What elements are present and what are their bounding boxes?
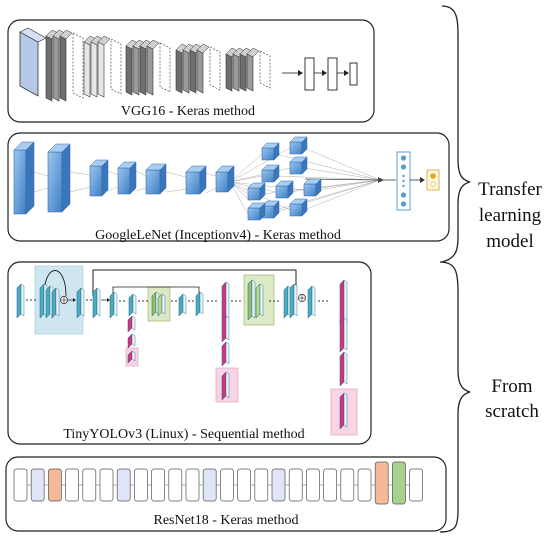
- yolo-add-2: [298, 294, 306, 302]
- googlenet-inception-4: [289, 156, 308, 175]
- resnet-block-7: [116, 468, 131, 502]
- from-scratch-brace: [439, 261, 471, 533]
- googlenet-inception-6: [275, 180, 294, 199]
- googlenet-layer-4: [117, 161, 137, 195]
- resnet-block-24: [409, 468, 423, 502]
- yolo-conv-9: [195, 291, 204, 317]
- yolo-head-3-a: [339, 279, 348, 325]
- transfer-label-line1: Transfer: [478, 179, 542, 200]
- googlenet-inception-3: [261, 164, 280, 183]
- googlenet-inception-1: [261, 142, 280, 161]
- resnet-block-22: [374, 461, 389, 505]
- resnet-block-12: [202, 468, 217, 502]
- resnet-block-16: [271, 468, 286, 502]
- yolo-head-1-c: [127, 350, 136, 364]
- vgg16-block-5: [225, 47, 271, 92]
- resnet-block-5: [82, 468, 97, 502]
- googlenet-inception-2: [289, 136, 308, 155]
- yolo-conv-11: [289, 283, 298, 319]
- resnet-block-2: [30, 468, 45, 502]
- yolo-attn-c: [247, 279, 256, 321]
- vgg16-block-3: [125, 39, 171, 96]
- tinyyolo-caption: TinyYOLOv3 (Linux) - Sequential method: [63, 427, 304, 442]
- yolo-head-2-b: [221, 341, 230, 367]
- resnet-block-10: [168, 468, 183, 502]
- yolo-head-3-b: [339, 317, 348, 353]
- yolo-attn-d: [255, 283, 264, 319]
- scratch-label-line2: scratch: [485, 401, 539, 422]
- yolo-skip-connection: [92, 269, 297, 296]
- resnet-blocks: [13, 461, 423, 505]
- vgg16-caption: VGG16 - Keras method: [121, 104, 255, 119]
- yolo-head-2-a: [221, 315, 230, 343]
- vgg16-block-4: [175, 43, 221, 94]
- googlenet-layer-3: [89, 159, 109, 197]
- resnet-block-14: [237, 468, 251, 502]
- vgg16-dense-2: [327, 57, 338, 91]
- resnet-block-1: [13, 468, 28, 502]
- vgg16-dense-layers: [282, 57, 358, 91]
- vgg16-dense-3: [349, 62, 358, 86]
- yolo-conv-7: [128, 293, 137, 317]
- googlenet-inception-9: [289, 198, 308, 217]
- yolo-input-layer: [16, 283, 25, 319]
- vgg16-block-2: [83, 35, 122, 98]
- googlenet-inception-5: [247, 182, 266, 201]
- vgg16-conv-blocks: [45, 29, 271, 102]
- resnet-block-8: [134, 468, 148, 502]
- resnet-block-18: [306, 468, 320, 502]
- googlenet-layer-5: [145, 163, 167, 195]
- resnet-block-9: [151, 468, 165, 502]
- googlenet-output-vector: [396, 151, 440, 211]
- googlenet-panel: GoogleLeNet (Inceptionv4) - Keras method: [7, 132, 450, 243]
- yolo-head-3-d: [339, 392, 348, 430]
- vgg16-panel: VGG16 - Keras method: [7, 19, 375, 123]
- resnet-panel: ResNet18 - Keras method: [5, 456, 447, 532]
- googlenet-inception-10: [247, 202, 266, 221]
- yolo-head-1-b: [127, 333, 136, 349]
- yolo-head-2-c: [221, 371, 230, 401]
- yolo-conv-5: [92, 287, 101, 319]
- yolo-conv-4: [76, 287, 85, 319]
- yolo-head-3-c: [339, 351, 348, 387]
- googlenet-inception-7: [303, 178, 322, 197]
- resnet-block-23: [392, 461, 406, 505]
- vgg16-block-1: [45, 29, 84, 102]
- yolo-head-branch-2-top: [221, 281, 230, 321]
- yolo-conv-12: [307, 285, 316, 319]
- yolo-conv-8: [178, 293, 187, 317]
- resnet-caption: ResNet18 - Keras method: [153, 513, 298, 528]
- resnet-block-11: [185, 468, 200, 502]
- yolo-conv-6: [109, 291, 118, 319]
- googlenet-layer-7: [215, 165, 235, 193]
- yolo-conv-3: [51, 287, 60, 319]
- transfer-learning-brace: [441, 5, 471, 263]
- resnet-block-21: [357, 468, 372, 502]
- resnet-block-13: [220, 468, 234, 502]
- vgg16-dense-1: [304, 57, 315, 91]
- resnet-block-20: [340, 468, 355, 502]
- googlenet-caption: GoogleLeNet (Inceptionv4) - Keras method: [95, 228, 341, 243]
- yolo-layers: [16, 279, 348, 430]
- resnet-block-6: [99, 468, 114, 502]
- googlenet-layer-6: [185, 165, 207, 195]
- vgg16-input-layer: [19, 31, 39, 97]
- resnet-block-17: [288, 468, 303, 502]
- tinyyolo-panel: TinyYOLOv3 (Linux) - Sequential method: [7, 261, 372, 445]
- resnet-block-19: [323, 468, 337, 502]
- yolo-attn-b: [157, 293, 166, 317]
- resnet-block-3: [48, 468, 62, 502]
- googlenet-layers: [13, 136, 322, 221]
- transfer-label-line3: model: [486, 231, 534, 252]
- scratch-label-line1: From: [491, 376, 532, 397]
- googlenet-layer-2: [47, 143, 71, 213]
- yolo-add-1: [60, 296, 68, 304]
- googlenet-softmax: [426, 169, 440, 191]
- googlenet-layer-1: [13, 141, 35, 215]
- yolo-head-1-a: [127, 315, 136, 333]
- resnet-block-4: [65, 468, 79, 502]
- resnet-block-15: [254, 468, 269, 502]
- transfer-label-line2: learning: [479, 205, 542, 226]
